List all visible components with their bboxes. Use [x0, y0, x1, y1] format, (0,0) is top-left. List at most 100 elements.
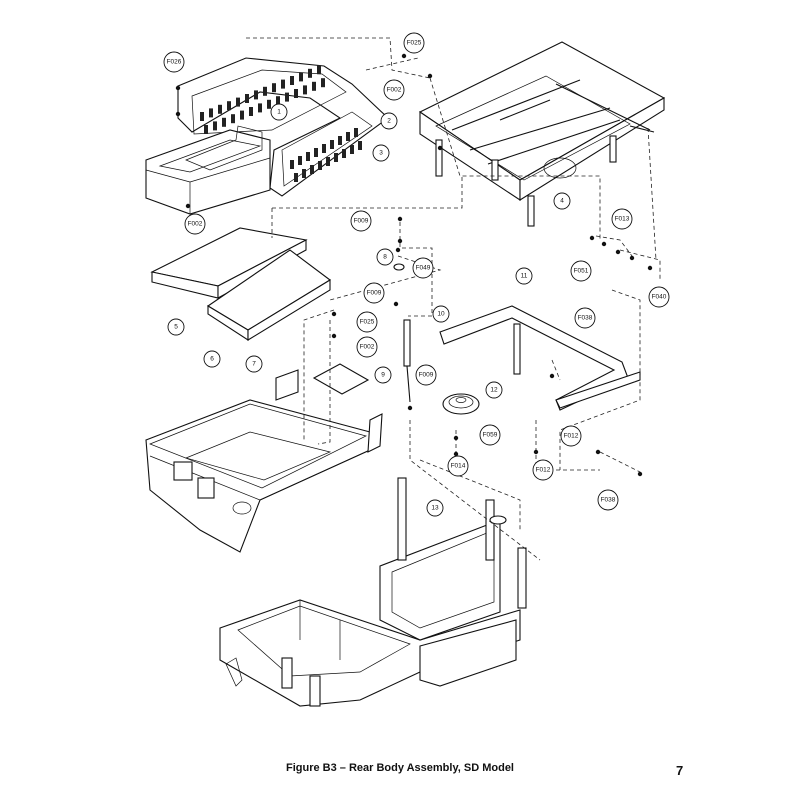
fastener-dot	[185, 203, 191, 209]
grille-slot	[354, 128, 358, 137]
callout-f059: F059	[479, 424, 501, 446]
grille-slot	[302, 169, 306, 178]
callout-label: F014	[451, 463, 466, 470]
fastener-dot	[453, 451, 459, 457]
callout-label: 6	[210, 356, 214, 363]
fastener-dot	[549, 373, 555, 379]
callout-label: F009	[354, 218, 369, 225]
callout-f012: F012	[560, 425, 582, 447]
callout-f009: F009	[415, 364, 437, 386]
grille-slot	[236, 97, 240, 107]
grille-slot	[290, 76, 294, 85]
callout-f002: F002	[383, 79, 405, 101]
grille-slot	[321, 78, 325, 88]
grille-slot	[338, 136, 342, 145]
grille-slot	[318, 161, 322, 170]
callout-label: 8	[383, 254, 387, 261]
grille-slot	[204, 125, 208, 134]
callout-label: F002	[188, 221, 203, 228]
callout-label: F038	[601, 497, 616, 504]
grille-slot	[310, 165, 314, 174]
fastener-dot	[393, 301, 399, 307]
callout-label: 2	[387, 118, 391, 125]
fastener-dot	[589, 235, 595, 241]
grille-slot	[227, 101, 231, 111]
fastener-dot	[395, 247, 401, 253]
callout-label: F038	[578, 315, 593, 322]
grille-slot	[249, 107, 253, 116]
callout-label: 9	[381, 372, 385, 379]
callout-f012: F012	[532, 459, 554, 481]
fastener-dot	[453, 435, 459, 441]
callout-label: 7	[252, 361, 256, 368]
fastener-dot	[615, 249, 621, 255]
grille-slot	[306, 152, 310, 161]
fastener-dot	[601, 241, 607, 247]
callout-f038: F038	[597, 489, 619, 511]
grille-slot	[350, 145, 354, 154]
grille-slot	[322, 144, 326, 153]
part-bed-tray	[418, 41, 666, 227]
callout-label: F002	[387, 87, 402, 94]
fastener-dot	[407, 405, 413, 411]
fastener-dot	[401, 53, 407, 59]
fastener-dot	[637, 471, 643, 477]
callout-f049: F049	[412, 257, 434, 279]
callout-label: 11	[521, 273, 528, 280]
part-strap-bracket	[439, 305, 641, 411]
callout-f013: F013	[611, 208, 633, 230]
part-grille-panel	[177, 57, 389, 197]
fastener-dot	[647, 265, 653, 271]
callout-label: F040	[652, 294, 667, 301]
callout-f014: F014	[447, 455, 469, 477]
callout-label: 10	[437, 311, 445, 318]
callout-label: F049	[416, 265, 431, 272]
callout-label: F013	[615, 216, 630, 223]
grille-slot	[200, 112, 204, 121]
callout-f002: F002	[356, 336, 378, 358]
callout-label: 13	[431, 505, 439, 512]
fastener-dots	[175, 53, 653, 477]
grille-slot	[213, 121, 217, 131]
callout-1: 1	[270, 103, 288, 121]
callout-3: 3	[372, 144, 390, 162]
grille-slot	[308, 68, 312, 78]
callout-f026: F026	[163, 51, 185, 73]
fastener-dot	[397, 238, 403, 244]
callout-label: 1	[277, 109, 281, 116]
fastener-dot	[175, 111, 181, 117]
callout-label: 4	[560, 198, 564, 205]
grille-slot	[258, 103, 262, 113]
callout-label: F012	[564, 433, 579, 440]
grille-slot	[240, 110, 244, 120]
callout-10: 10	[432, 305, 450, 323]
fastener-dot	[427, 73, 433, 79]
callout-label: 3	[379, 150, 383, 157]
grille-slot	[334, 153, 338, 162]
grille-slot	[317, 65, 321, 75]
callout-f025: F025	[356, 311, 378, 333]
fastener-dot	[533, 449, 539, 455]
callout-2: 2	[380, 112, 398, 130]
part-seat-cushions	[150, 227, 331, 342]
callout-7: 7	[245, 355, 263, 373]
grille-slot	[294, 173, 298, 182]
callout-f009: F009	[350, 210, 372, 232]
callout-13: 13	[426, 499, 444, 517]
grille-slot	[358, 141, 362, 150]
grille-slot	[290, 160, 294, 169]
assembly-lines	[246, 37, 661, 561]
grille-slot	[231, 114, 235, 124]
callout-4: 4	[553, 192, 571, 210]
fastener-dot	[397, 216, 403, 222]
callout-9: 9	[374, 366, 392, 384]
figure-caption: Figure B3 – Rear Body Assembly, SD Model	[285, 762, 514, 774]
callout-label: F051	[574, 268, 589, 275]
fastener-dot	[175, 85, 181, 91]
fastener-dot	[331, 311, 337, 317]
part-chassis-frame	[219, 477, 527, 707]
fastener-dot	[331, 333, 337, 339]
callout-f038: F038	[574, 307, 596, 329]
